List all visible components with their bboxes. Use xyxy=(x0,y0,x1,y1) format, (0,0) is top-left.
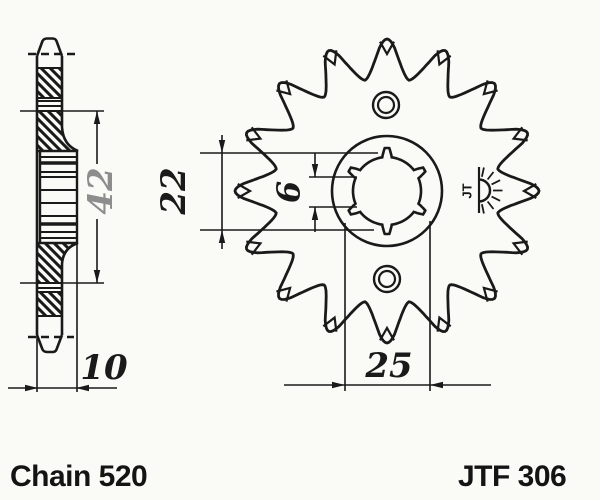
section-hatch-upper xyxy=(36,67,63,99)
jt-logo xyxy=(477,167,503,214)
dim-42-label: 42 xyxy=(81,167,121,214)
lightening-hole-bottom-inner xyxy=(377,269,397,289)
side-section-view xyxy=(28,37,79,354)
dimension-42 xyxy=(20,110,104,284)
arrowhead-up xyxy=(311,207,319,220)
arrowhead-up xyxy=(93,111,101,124)
dimensions xyxy=(8,110,491,392)
side-plate-right-edge-upper xyxy=(60,56,79,153)
arrowhead-left xyxy=(430,381,443,389)
hub-boss-circle xyxy=(330,134,444,248)
logo-sun-icon xyxy=(478,178,492,203)
logo-jt-label: JT xyxy=(459,183,474,198)
lightening-hole-bottom-outer xyxy=(372,264,402,294)
dim-22-label: 22 xyxy=(154,167,194,215)
splined-bore-profile xyxy=(347,146,427,236)
dim-6-label: 6 xyxy=(270,181,308,203)
section-hatch-lower-flange xyxy=(36,242,79,284)
dim-10-label: 10 xyxy=(80,348,128,388)
section-hatch-lower xyxy=(36,291,63,317)
arrowhead-down xyxy=(311,164,319,177)
arrowhead-left xyxy=(76,384,89,392)
dimension-10 xyxy=(8,243,117,392)
side-plate-right-edge-lower xyxy=(60,241,79,335)
dimension-25 xyxy=(284,221,491,391)
side-top-tooth xyxy=(35,37,64,57)
tooth-tip-chamfer-marks xyxy=(237,41,537,341)
logo-sun-rays-icon xyxy=(481,167,503,214)
hub-spline-bands xyxy=(40,156,77,239)
section-hatch-upper-flange xyxy=(36,110,79,152)
side-bottom-tooth xyxy=(35,334,64,354)
arrowhead-up xyxy=(218,230,226,243)
sprocket-teeth-outline xyxy=(233,37,541,345)
arrowhead-right xyxy=(25,384,38,392)
chain-size-label: Chain 520 xyxy=(10,460,147,493)
front-view xyxy=(233,37,541,345)
boss-sides xyxy=(38,151,79,243)
part-number-label: JTF 306 xyxy=(458,460,566,493)
arrowhead-down xyxy=(93,270,101,283)
lightening-hole-top-outer xyxy=(371,90,401,120)
dimension-6 xyxy=(309,153,357,232)
side-rim-lines xyxy=(37,100,62,289)
hub-spline-band-thick xyxy=(40,161,77,226)
lightening-hole-top-inner xyxy=(376,95,396,115)
arrowhead-right xyxy=(332,381,345,389)
dimension-22 xyxy=(200,135,378,249)
arrowhead-down xyxy=(218,140,226,153)
dim-25-label: 25 xyxy=(364,346,412,386)
